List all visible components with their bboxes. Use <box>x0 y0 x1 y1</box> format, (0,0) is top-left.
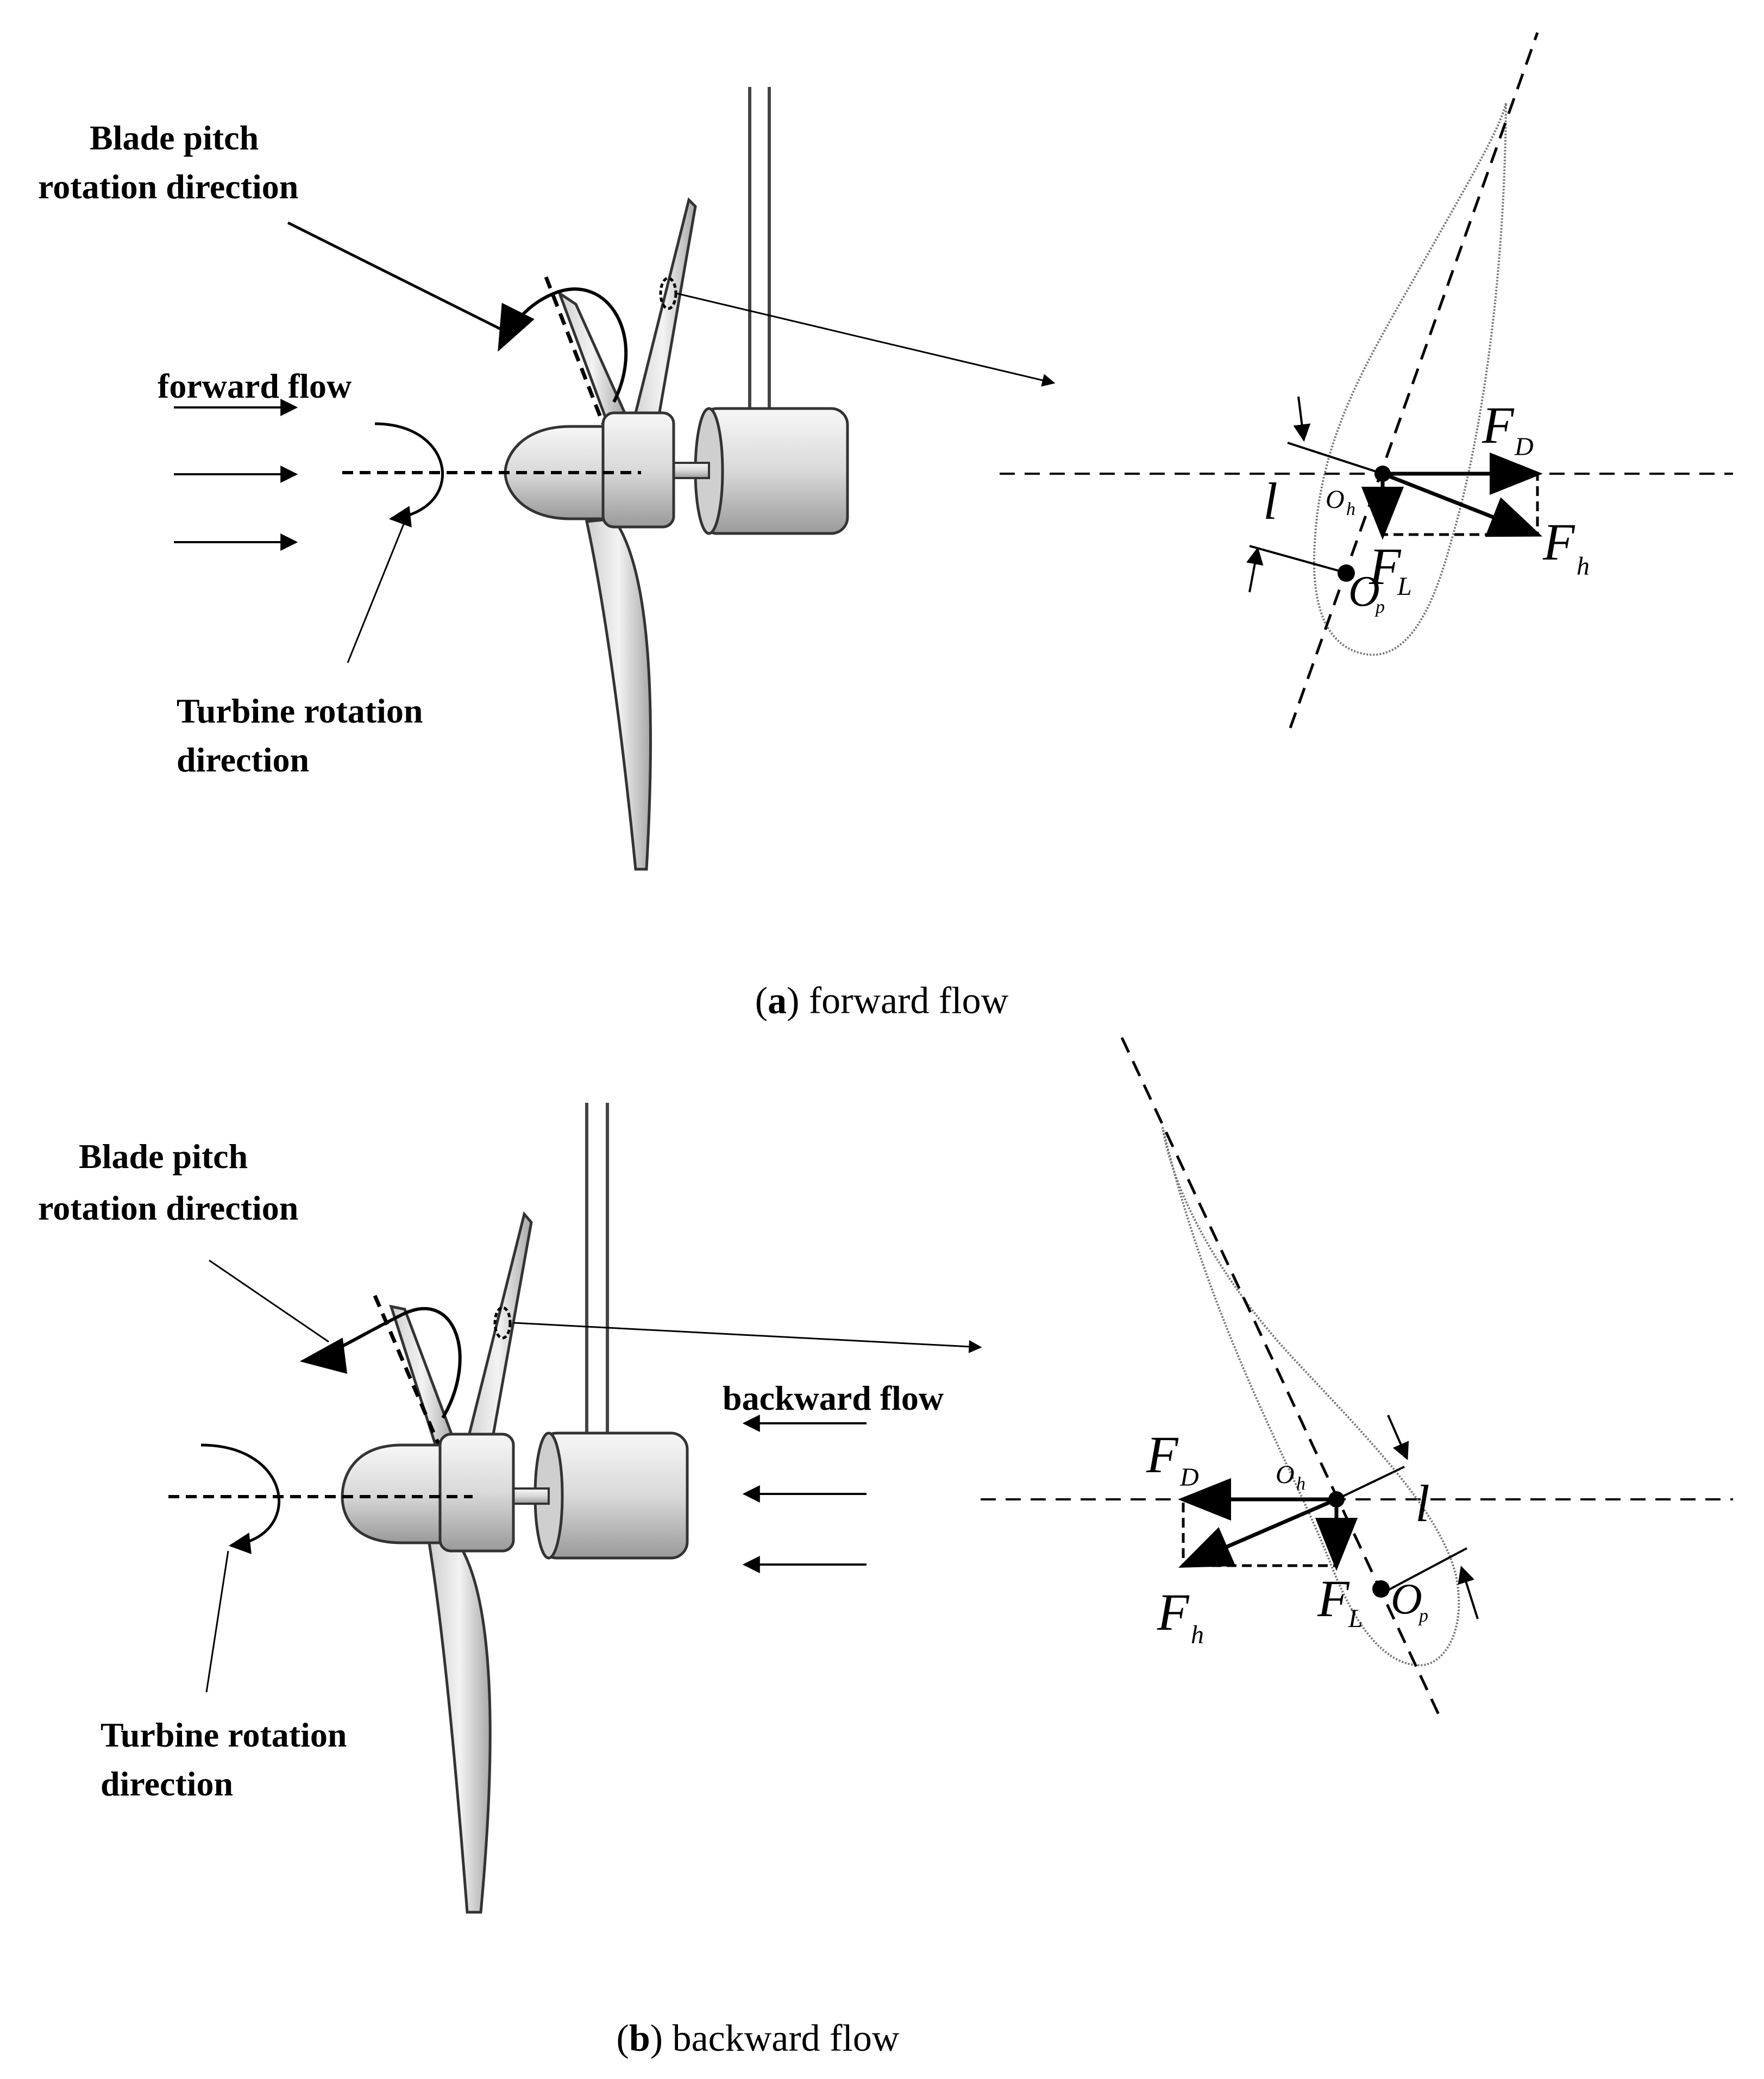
panel-b: Blade pitch rotation direction backward … <box>38 1037 1733 2059</box>
l-dim-arrow-bottom <box>1458 1565 1479 1619</box>
turbine-rotation-arrow <box>374 422 444 528</box>
turbine-label-line2: direction <box>177 740 309 779</box>
pitch-rotation-arrow <box>299 1307 462 1419</box>
pitch-rotation-arrow <box>498 287 628 403</box>
flow-label: forward flow <box>158 367 351 405</box>
pitch-axis-dashed <box>544 276 605 425</box>
blade-lower <box>428 1538 492 1914</box>
pitch-label-line2: rotation direction <box>38 167 298 206</box>
symbol-FD: F <box>1146 1425 1179 1484</box>
blade-section-marker <box>659 277 677 310</box>
symbol-l: l <box>1263 472 1278 530</box>
symbol-Fh: F <box>1542 513 1575 571</box>
turbine-label-leader <box>205 1550 229 1693</box>
blade-section-marker <box>493 1306 512 1340</box>
chord-line-dashed <box>1120 1037 1441 1718</box>
force-Fh-arrow <box>1382 472 1543 537</box>
pressure-center-Op <box>1372 1580 1390 1598</box>
symbol-FL: F <box>1368 537 1402 595</box>
hub-body <box>438 1433 515 1553</box>
blade-pitched <box>389 1304 456 1444</box>
turbine-rotation-arrow <box>200 1443 280 1554</box>
symbol-FD-sub: D <box>1179 1463 1199 1492</box>
pitch-offset-line-top <box>1336 1466 1405 1500</box>
turbine-label-line1: Turbine rotation <box>101 1716 347 1754</box>
pitch-offset-line-top <box>1287 442 1383 475</box>
symbol-Op: O <box>1391 1575 1422 1623</box>
hub-body <box>601 411 675 529</box>
force-Fh-arrow <box>1178 1497 1338 1568</box>
symbol-FD: F <box>1481 396 1515 454</box>
symbol-Op: O <box>1348 568 1380 615</box>
chord-line-dashed <box>1289 32 1539 728</box>
pitch-axis-dashed <box>373 1295 442 1449</box>
flow-label: backward flow <box>723 1379 944 1417</box>
airfoil-profile <box>1313 103 1507 656</box>
caption-a: (a) forward flow <box>755 980 1009 1022</box>
symbol-Fh-sub: h <box>1577 552 1590 581</box>
l-dim-arrow-top <box>1293 396 1311 442</box>
symbol-FL-sub: L <box>1348 1604 1363 1633</box>
symbol-FL-sub: L <box>1397 572 1412 601</box>
pitch-offset-line-bottom <box>1249 545 1348 574</box>
symbol-FD-sub: D <box>1514 432 1534 461</box>
drive-shaft <box>670 462 710 479</box>
panel-a: Blade pitch rotation direction forward f… <box>38 32 1733 1022</box>
airfoil-profile <box>1162 1127 1460 1667</box>
pitch-label-line1: Blade pitch <box>90 118 259 157</box>
l-dim-arrow-bottom <box>1246 547 1264 593</box>
l-dim-arrow-top <box>1387 1415 1409 1460</box>
pitch-label-line2: rotation direction <box>38 1189 298 1227</box>
drive-shaft <box>510 1487 550 1505</box>
symbol-Op-sub: p <box>1418 1606 1428 1626</box>
section-callout-arrow <box>676 292 1056 387</box>
section-callout-arrow <box>513 1322 982 1353</box>
generator-cylinder <box>533 1431 689 1560</box>
symbol-FL: F <box>1317 1569 1350 1628</box>
turbine-label-line2: direction <box>101 1764 233 1803</box>
pitch-label-leader <box>287 221 506 333</box>
pitch-offset-line-bottom <box>1379 1547 1467 1596</box>
symbol-Fh-sub: h <box>1191 1621 1204 1649</box>
caption-b: (b) backward flow <box>617 2018 900 2059</box>
pressure-center-Op <box>1338 564 1355 582</box>
backward-flow-arrows <box>742 1415 867 1573</box>
hinge-point-Oh <box>1374 466 1391 482</box>
generator-cylinder <box>694 407 849 535</box>
airfoil-force-diagram-b: F D F h F L l O h O p <box>981 1037 1733 1718</box>
forward-flow-arrows <box>174 399 298 551</box>
symbol-l: l <box>1415 1474 1430 1532</box>
symbol-Oh-sub: h <box>1346 499 1355 519</box>
symbol-Oh: O <box>1276 1460 1295 1489</box>
symbol-Op-sub: p <box>1374 597 1385 617</box>
pitch-label-line1: Blade pitch <box>79 1137 248 1176</box>
symbol-Oh-sub: h <box>1296 1474 1305 1494</box>
symbol-Fh: F <box>1157 1583 1190 1641</box>
airfoil-force-diagram-a: F D F h F L l O h O p <box>1000 32 1733 728</box>
blade-upper <box>628 197 697 442</box>
turbine-tower <box>585 1103 609 1434</box>
hub-nose <box>341 1443 442 1544</box>
turbine-tower <box>748 87 771 413</box>
pitch-label-leader <box>209 1259 329 1343</box>
turbine-label-leader <box>347 521 406 663</box>
turbine-label-line1: Turbine rotation <box>177 692 423 730</box>
symbol-Oh: O <box>1326 485 1345 514</box>
hinge-point-Oh <box>1328 1491 1345 1508</box>
blade-lower <box>585 517 652 871</box>
